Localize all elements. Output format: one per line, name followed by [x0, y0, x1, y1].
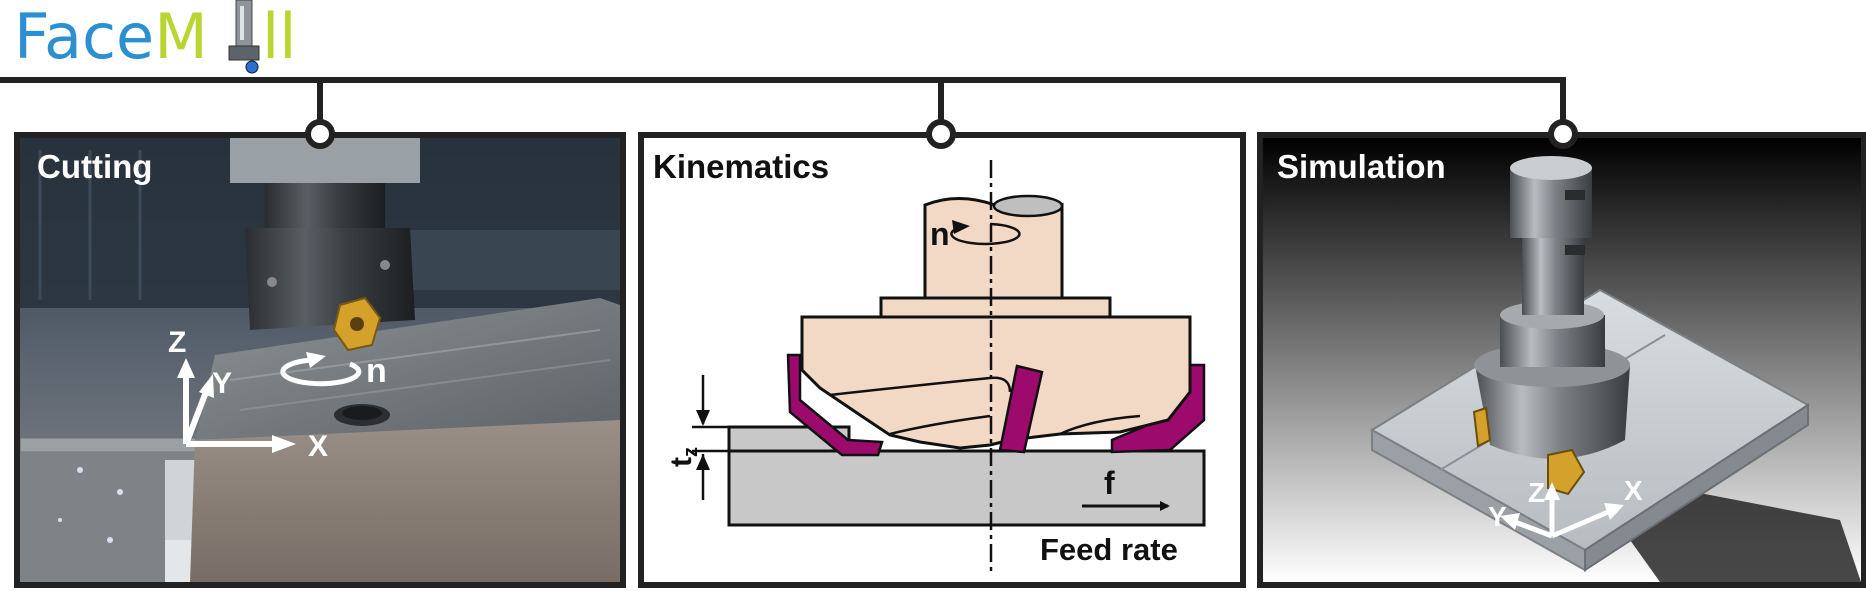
kinematics-rotation-arrow-icon: [950, 222, 1021, 246]
cutting-axes: [177, 358, 296, 453]
kinematics-depth-label: tz: [665, 447, 702, 467]
kinematics-rotation-label: n: [930, 216, 950, 252]
connector-junctions: [305, 119, 1578, 149]
kinematics-workpiece: [727, 449, 1206, 527]
simulation-axis-x: X: [1624, 475, 1643, 506]
simulation-axes: [1500, 482, 1624, 539]
logo-ll-text: ll: [262, 0, 296, 73]
cutting-title: Cutting: [37, 148, 152, 185]
connector-lines: [0, 77, 1566, 122]
kinematics-panel: n tz f Feed rate Kinematics: [638, 132, 1246, 588]
cutting-axis-y: Y: [212, 367, 232, 400]
kinematics-cutter-body: [800, 315, 1192, 450]
cutting-axis-x: X: [308, 430, 328, 463]
kinematics-title: Kinematics: [653, 148, 829, 185]
junction-cutting: [305, 119, 335, 149]
cutting-rotation-label: n: [366, 352, 387, 390]
simulation-axis-z: Z: [1528, 477, 1545, 508]
cutting-rotation-arrow-icon: [280, 357, 362, 387]
junction-kinematics: [926, 119, 956, 149]
logo-m-text: M: [154, 0, 208, 73]
kinematics-insert-left: [786, 353, 884, 457]
simulation-axis-y: Y: [1488, 501, 1507, 532]
kinematics-insert-middle: [998, 364, 1044, 454]
kinematics-feed-label: Feed rate: [1040, 532, 1178, 567]
junction-simulation: [1548, 119, 1578, 149]
logo-face-text: Face: [14, 0, 154, 73]
svg-text:FaceM: FaceM: [14, 0, 208, 73]
kinematics-feed-symbol: f: [1104, 465, 1115, 501]
simulation-panel: Z X Y Simulation: [1257, 132, 1866, 588]
logo-tool-icon: [228, 0, 260, 74]
cutting-axis-z: Z: [168, 326, 186, 359]
facemill-logo: FaceM ll: [14, 0, 296, 74]
simulation-title: Simulation: [1277, 148, 1446, 185]
simulation-insert-gold: [1547, 448, 1586, 496]
cutting-panel: Z Y X n Cutting: [14, 132, 626, 588]
